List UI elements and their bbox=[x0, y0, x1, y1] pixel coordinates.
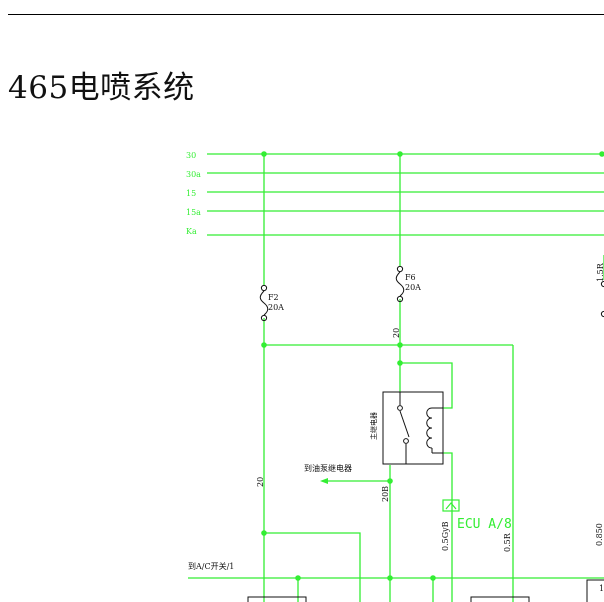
node bbox=[295, 575, 301, 581]
wire-label-20b: 20B bbox=[381, 486, 390, 502]
relay-coil-icon bbox=[426, 407, 443, 454]
bus-label: 30a bbox=[186, 170, 201, 179]
node bbox=[397, 342, 403, 348]
label-to-ac-switch: 到A/C开关/1 bbox=[188, 561, 234, 571]
bus-label: 30 bbox=[186, 151, 196, 160]
component-box-edge bbox=[586, 579, 604, 602]
page-title: 465电喷系统 bbox=[8, 70, 195, 106]
bus-label: Ka bbox=[186, 227, 197, 236]
node bbox=[261, 151, 267, 157]
bus-label: 15 bbox=[186, 189, 196, 198]
wire-relay-coil-out bbox=[443, 452, 453, 602]
wire-relay-coil-feed bbox=[400, 362, 453, 409]
fuse-f2-name: F2 bbox=[268, 293, 279, 302]
node bbox=[261, 530, 267, 536]
relay-switch-icon bbox=[397, 392, 410, 464]
relay-label: 主继电器 bbox=[369, 412, 378, 440]
fuse-right-icon bbox=[600, 280, 604, 318]
fuse-f6-name: F6 bbox=[405, 273, 416, 282]
node bbox=[387, 478, 393, 484]
fuse-f6-icon bbox=[395, 265, 405, 303]
node bbox=[599, 151, 604, 157]
wire-label-0850: 0.850 bbox=[595, 523, 604, 546]
wire-label-20-left: 20 bbox=[256, 477, 265, 487]
component-box-right bbox=[470, 596, 530, 602]
arrow-fuel-pump bbox=[320, 478, 328, 484]
label-to-fuel-pump-relay: 到油泵继电器 bbox=[304, 463, 352, 473]
ecu-label: ECU A/8 bbox=[457, 517, 512, 532]
fuse-f6-rating: 20A bbox=[405, 283, 421, 292]
ecu-connector-icon bbox=[442, 499, 460, 512]
wire-label-05gyb: 0.5GyB bbox=[441, 521, 450, 551]
node bbox=[430, 575, 436, 581]
wire-533 bbox=[264, 532, 361, 602]
fuse-f2-icon bbox=[259, 284, 269, 322]
node bbox=[261, 342, 267, 348]
bus-label: 15a bbox=[186, 208, 201, 217]
fuse-right-rating: 1.5R bbox=[596, 262, 604, 282]
relay-box bbox=[382, 391, 444, 465]
edge-digit: 1 bbox=[599, 584, 604, 593]
wire-label-05r: 0.5R bbox=[503, 532, 512, 552]
top-rule bbox=[8, 14, 604, 15]
node bbox=[387, 575, 393, 581]
component-box-left bbox=[247, 596, 307, 602]
node bbox=[397, 360, 403, 366]
fuse-f2-rating: 20A bbox=[268, 303, 284, 312]
node bbox=[397, 151, 403, 157]
wire-label-20-mid: 20 bbox=[392, 328, 401, 338]
